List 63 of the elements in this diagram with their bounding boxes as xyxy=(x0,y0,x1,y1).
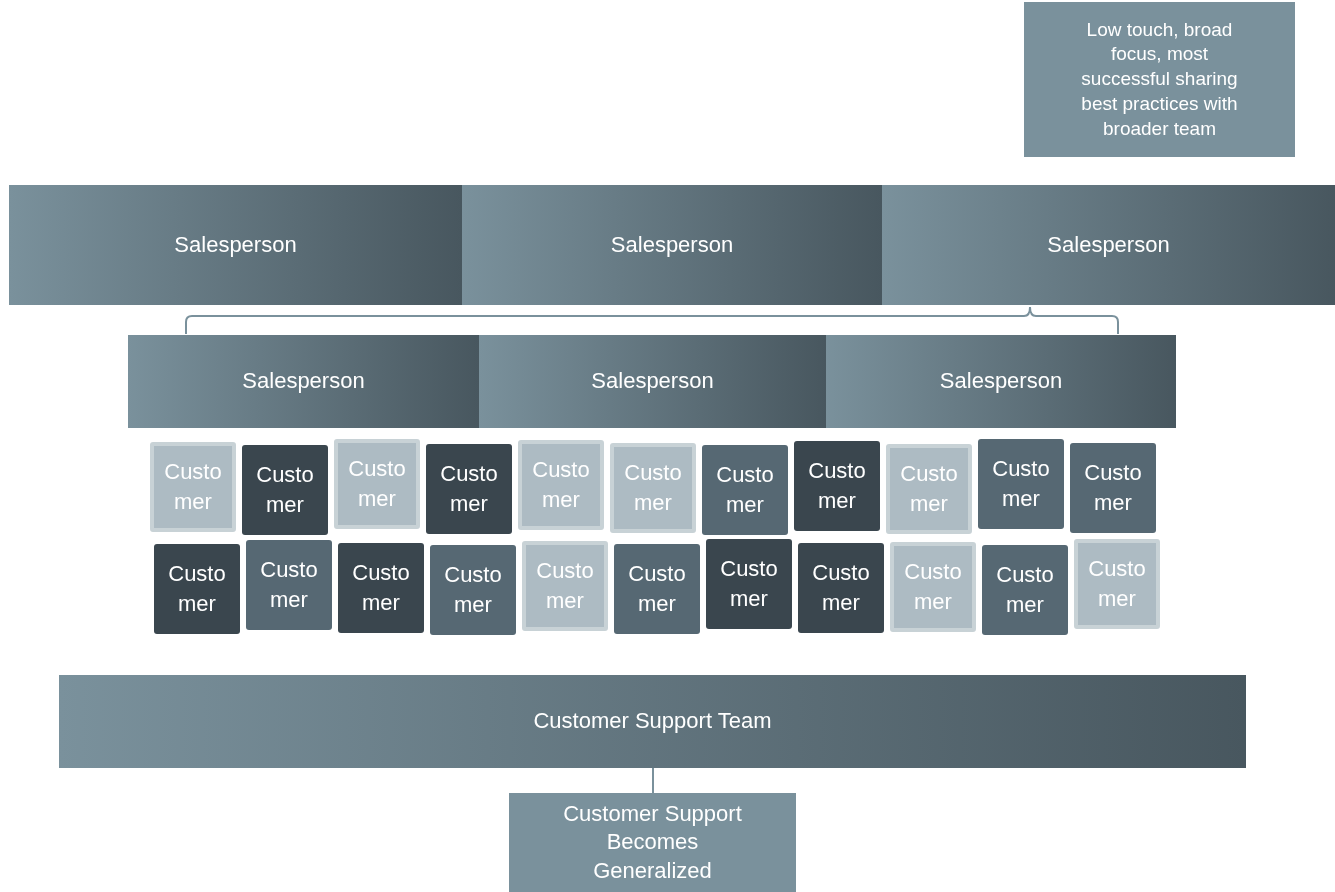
customer-card xyxy=(246,540,332,630)
node-label: Customer xyxy=(991,455,1051,513)
node-label: Salesperson xyxy=(609,230,735,259)
customer-card xyxy=(978,439,1064,529)
customer-card xyxy=(1074,539,1160,629)
callout-box xyxy=(1024,2,1295,157)
customer-card xyxy=(426,444,512,534)
customer-card xyxy=(614,544,700,634)
customer-card xyxy=(334,439,420,529)
customer-card xyxy=(242,445,328,535)
node-label: Customer xyxy=(623,459,683,517)
node-label: Customer xyxy=(163,458,223,516)
node-label: Customer Support Becomes Generalized xyxy=(562,799,743,885)
node-label: Customer xyxy=(439,460,499,518)
customer-card xyxy=(338,543,424,633)
node-label: Salesperson xyxy=(590,367,715,396)
node-label: Customer xyxy=(811,559,871,617)
node-label: Customer xyxy=(903,558,963,616)
customer-card xyxy=(702,445,788,535)
connector-line xyxy=(652,767,654,794)
node-label: Customer xyxy=(255,461,315,519)
node-label: Salesperson xyxy=(241,367,366,396)
customer-card xyxy=(154,544,240,634)
customer-card xyxy=(706,539,792,629)
customer-card xyxy=(522,541,608,631)
node-label: Customer xyxy=(899,460,959,518)
customer-card xyxy=(430,545,516,635)
salesperson-bar xyxy=(826,335,1176,428)
node-label: Customer xyxy=(719,555,779,613)
customer-card xyxy=(890,542,976,632)
node-label: Customer xyxy=(995,561,1055,619)
salesperson-bar xyxy=(462,185,882,305)
node-label: Salesperson xyxy=(173,230,298,259)
customer-card xyxy=(610,443,696,533)
outcome-box xyxy=(509,793,796,892)
node-label: Customer xyxy=(1083,459,1143,517)
customer-card xyxy=(150,442,236,532)
salesperson-bar xyxy=(128,335,479,428)
node-label: Low touch, broad focus, most successful sharing best practices with broader team xyxy=(1080,17,1239,141)
salesperson-bar xyxy=(9,185,462,305)
customer-card xyxy=(794,441,880,531)
customer-card xyxy=(798,543,884,633)
node-label: Customer xyxy=(347,455,407,513)
customer-card xyxy=(1070,443,1156,533)
node-label: Salesperson xyxy=(938,367,1064,396)
team-bar xyxy=(59,675,1246,768)
node-label: Customer xyxy=(351,559,411,617)
node-label: Customer xyxy=(715,461,775,519)
customer-card xyxy=(982,545,1068,635)
node-label: Customer xyxy=(531,456,591,514)
node-label: Customer xyxy=(167,560,227,618)
node-label: Salesperson xyxy=(1046,230,1171,259)
node-label: Customer xyxy=(535,557,595,615)
salesperson-bar xyxy=(479,335,826,428)
node-label: Customer xyxy=(259,556,319,614)
customer-card xyxy=(518,440,604,530)
node-label: Customer xyxy=(443,561,503,619)
node-label: Customer xyxy=(1087,555,1147,613)
node-label: Customer xyxy=(627,560,687,618)
node-label: Customer Support Team xyxy=(532,707,773,736)
customer-card xyxy=(886,444,972,534)
salesperson-bar xyxy=(882,185,1335,305)
node-label: Customer xyxy=(807,457,867,515)
